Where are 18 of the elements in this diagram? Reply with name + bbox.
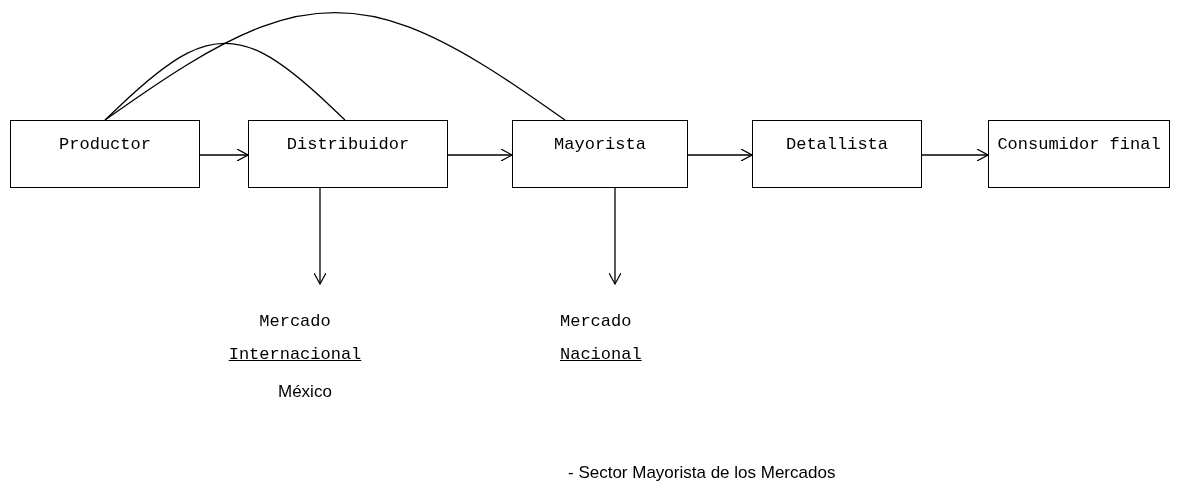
process-box: Consumidor final xyxy=(988,120,1170,188)
arrow xyxy=(687,148,753,162)
market-type: Nacional xyxy=(560,345,643,364)
arrow xyxy=(921,148,989,162)
process-box: Detallista xyxy=(752,120,922,188)
market-label: Mercado xyxy=(560,312,633,331)
process-box: Mayorista xyxy=(512,120,688,188)
curved-connector xyxy=(104,12,566,121)
market-label: Mercado xyxy=(258,312,332,331)
process-box: Distribuidor xyxy=(248,120,448,188)
arrow xyxy=(313,187,327,285)
arrow xyxy=(608,187,622,285)
country-label: México xyxy=(278,382,332,402)
arrow xyxy=(199,148,249,162)
process-box: Productor xyxy=(10,120,200,188)
market-type: Internacional xyxy=(227,345,363,364)
arrow xyxy=(447,148,513,162)
list-item: - Sector Mayorista de los Mercados xyxy=(568,463,836,483)
